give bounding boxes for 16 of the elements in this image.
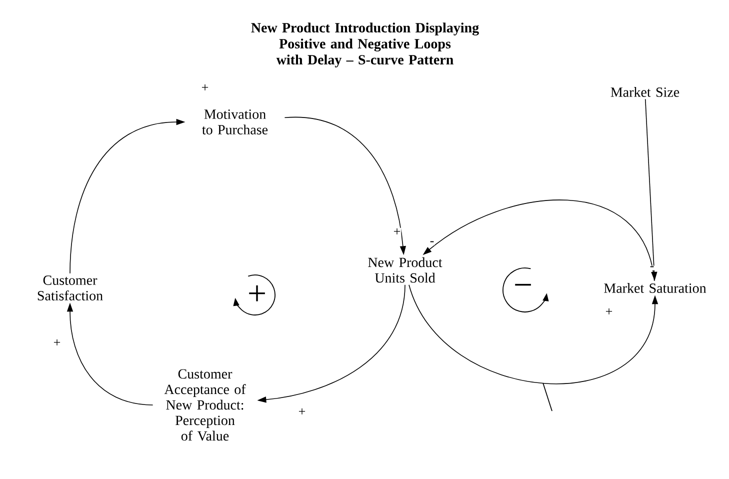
variable-label: Market Size: [610, 87, 680, 97]
variable-label: Customer Satisfaction: [38, 276, 103, 300]
polarity-sign: -: [429, 240, 435, 246]
variable-label: Customer Acceptance of New Product: Perception of Value: [164, 369, 246, 441]
loop-sign: +: [249, 285, 265, 302]
polarity-sign: +: [392, 228, 402, 236]
polarity-sign: +: [298, 408, 306, 416]
loop-sign: −: [515, 284, 531, 286]
variable-label: New Product Units Sold: [368, 257, 442, 283]
polarity-sign: +: [200, 84, 210, 92]
variable-label: Motivation to Purchase: [202, 110, 268, 134]
polarity-sign: +: [604, 308, 614, 316]
polarity-sign: -: [649, 266, 655, 270]
polarity-sign: +: [52, 338, 62, 348]
variable-label: Market Saturation: [604, 283, 706, 293]
title: New Product Introduction Displaying Positive and Negative Loops with Delay – S-curve Pattern: [251, 22, 479, 68]
